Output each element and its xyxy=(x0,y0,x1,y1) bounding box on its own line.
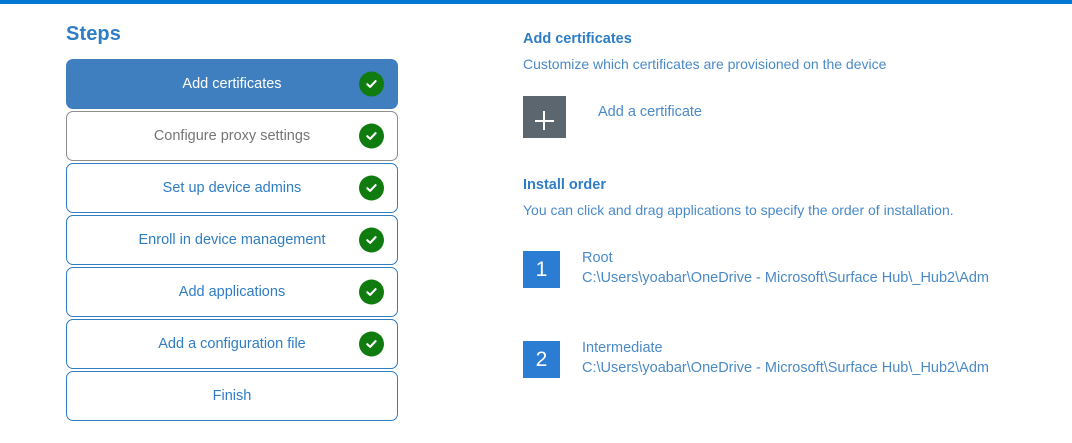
plus-icon[interactable] xyxy=(523,96,566,138)
install-order-heading: Install order xyxy=(523,177,606,193)
install-order-item-name: Intermediate xyxy=(582,340,663,356)
install-order-number-badge: 2 xyxy=(523,341,560,378)
step-item-enroll-in-device-management[interactable]: Enroll in device management xyxy=(66,215,398,265)
step-item-add-a-configuration-file[interactable]: Add a configuration file xyxy=(66,319,398,369)
check-circle-icon xyxy=(359,123,384,149)
install-order-item-path: C:\Users\yoabar\OneDrive - Microsoft\Sur… xyxy=(582,360,989,376)
steps-panel: Steps Add certificates Configure proxy s… xyxy=(66,22,398,421)
install-order-item-text: Intermediate C:\Users\yoabar\OneDrive - … xyxy=(582,339,989,378)
check-circle-icon xyxy=(359,331,384,357)
install-order-section: Install order You can click and drag app… xyxy=(523,176,1072,378)
check-circle-icon xyxy=(359,71,384,97)
step-item-finish[interactable]: Finish xyxy=(66,371,398,421)
detail-subtitle: Customize which certificates are provisi… xyxy=(523,56,887,72)
step-label: Add a configuration file xyxy=(158,336,306,352)
add-certificate-row: Add a certificate xyxy=(523,96,1072,138)
check-circle-icon xyxy=(359,227,384,253)
install-order-item[interactable]: 1 Root C:\Users\yoabar\OneDrive - Micros… xyxy=(523,249,1072,288)
install-order-number-badge: 1 xyxy=(523,251,560,288)
install-order-item-text: Root C:\Users\yoabar\OneDrive - Microsof… xyxy=(582,249,989,288)
detail-panel: Add certificates Customize which certifi… xyxy=(523,30,1072,378)
page-content: Steps Add certificates Configure proxy s… xyxy=(0,4,1072,443)
install-order-item-path: C:\Users\yoabar\OneDrive - Microsoft\Sur… xyxy=(582,270,989,286)
steps-list: Add certificates Configure proxy setting… xyxy=(66,59,398,421)
step-label: Enroll in device management xyxy=(138,232,326,248)
install-order-item-name: Root xyxy=(582,250,613,266)
install-order-item[interactable]: 2 Intermediate C:\Users\yoabar\OneDrive … xyxy=(523,339,1072,378)
step-label: Add applications xyxy=(178,284,286,300)
step-item-configure-proxy-settings[interactable]: Configure proxy settings xyxy=(66,111,398,161)
step-item-add-certificates[interactable]: Add certificates xyxy=(66,59,398,109)
install-order-list: 1 Root C:\Users\yoabar\OneDrive - Micros… xyxy=(523,249,1072,378)
detail-heading: Add certificates xyxy=(523,31,632,47)
step-label: Configure proxy settings xyxy=(153,128,311,144)
step-label: Add certificates xyxy=(182,76,282,92)
add-certificate-button[interactable]: Add a certificate xyxy=(598,104,702,120)
step-item-set-up-device-admins[interactable]: Set up device admins xyxy=(66,163,398,213)
steps-heading: Steps xyxy=(66,23,121,45)
install-order-description: You can click and drag applications to s… xyxy=(523,202,954,218)
check-circle-icon xyxy=(359,279,384,305)
plus-icon-horizontal-stroke xyxy=(534,119,554,122)
step-label: Finish xyxy=(212,388,252,404)
check-circle-icon xyxy=(359,175,384,201)
step-item-add-applications[interactable]: Add applications xyxy=(66,267,398,317)
top-accent-bar xyxy=(0,0,1072,4)
step-label: Set up device admins xyxy=(162,180,302,196)
